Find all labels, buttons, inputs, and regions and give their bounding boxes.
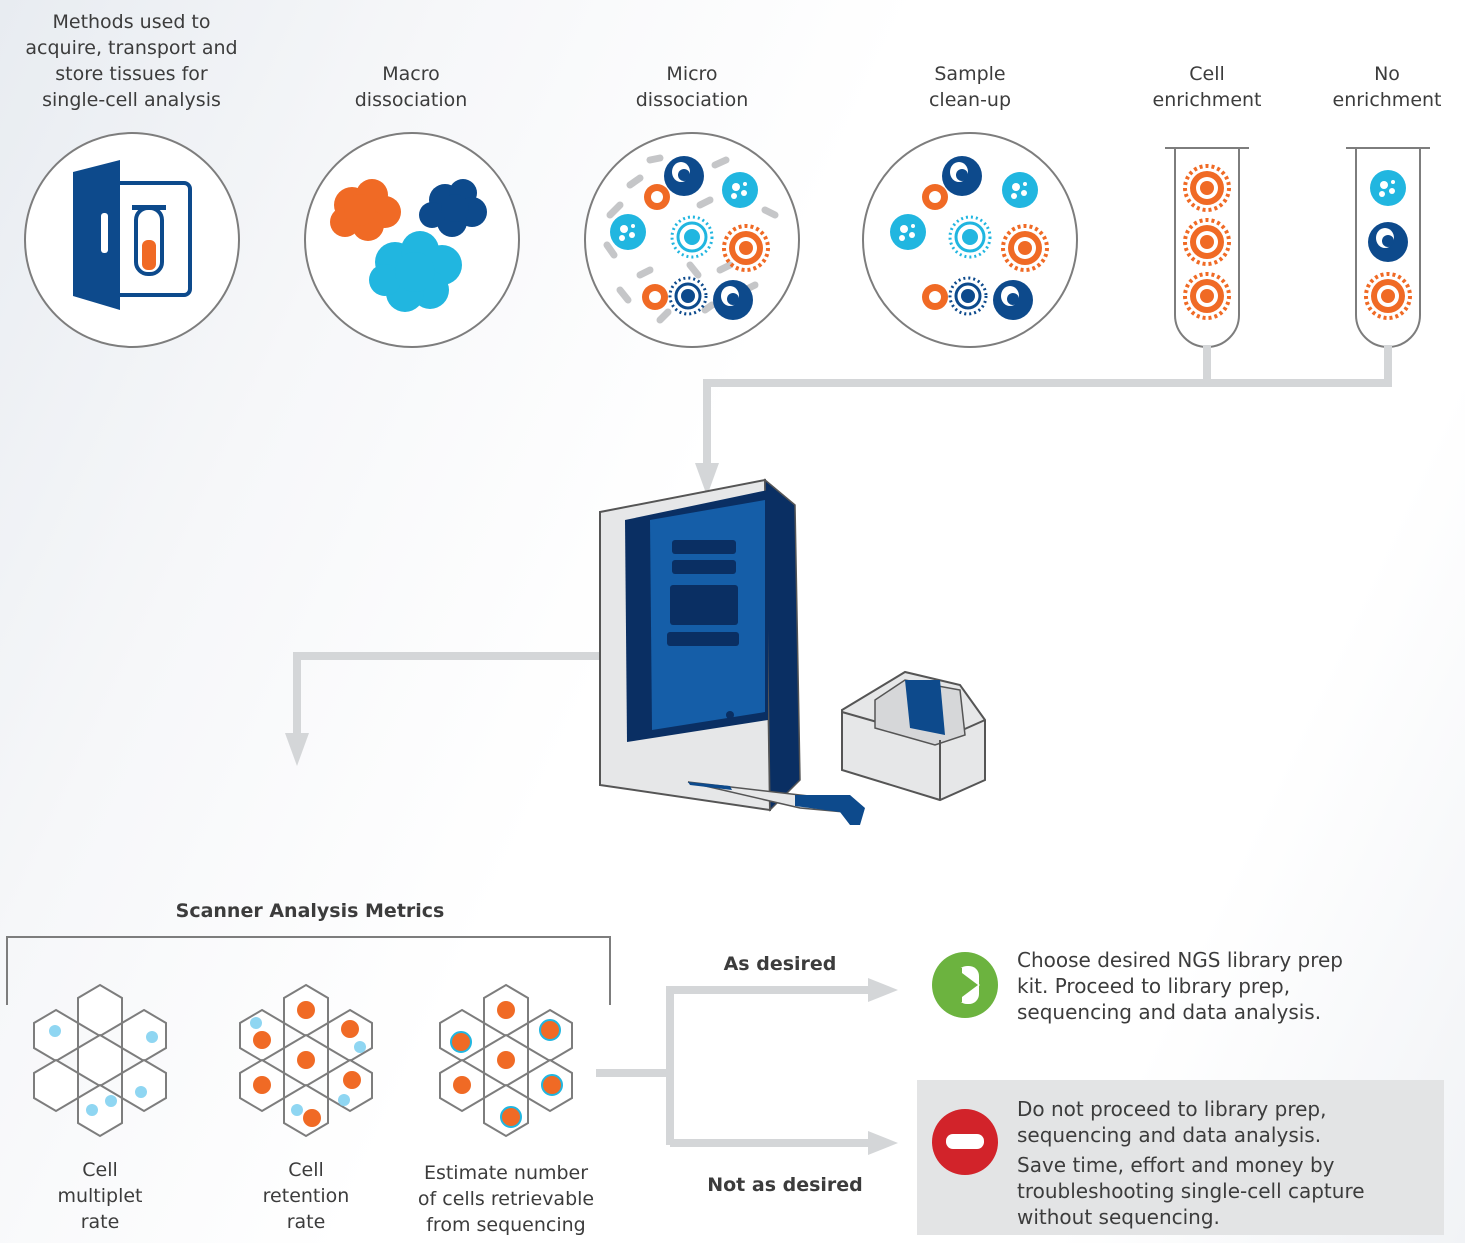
cleanup-label: Sample clean-up [928, 63, 1012, 111]
multiplet-hexgrid [33, 984, 167, 1137]
not-as-desired-label: Not as desired [707, 1174, 863, 1196]
micro-label: Micro dissociation [635, 63, 749, 111]
as-desired-label: As desired [723, 953, 837, 975]
acquire-icon-circle [24, 132, 240, 348]
stop-icon [932, 1109, 998, 1175]
sample-cleanup-circle [862, 132, 1078, 348]
chip-loader [841, 670, 986, 802]
stop-text: Do not proceed to library prep, sequenci… [1017, 1097, 1365, 1229]
estimate-label: Estimate number of cells retrievable fro… [417, 1162, 595, 1236]
merge-arrow [703, 345, 1392, 465]
decision-arrows [596, 986, 870, 1147]
enrichment-label: Cell enrichment [1152, 63, 1262, 111]
acquire-label: Methods used to acquire, transport and s… [25, 11, 238, 111]
metrics-title: Scanner Analysis Metrics [175, 900, 445, 922]
multiplet-label: Cell multiplet rate [57, 1159, 143, 1233]
instrument-to-metrics-arrow [293, 652, 600, 735]
proceed-text: Choose desired NGS library prep kit. Pro… [1017, 948, 1344, 1024]
retention-label: Cell retention rate [262, 1159, 350, 1233]
stop-outcome-box [917, 1080, 1444, 1235]
macro-dissociation-circle [304, 132, 520, 348]
micro-dissociation-circle [584, 132, 800, 348]
down-arrowhead [695, 463, 719, 496]
cell-enrichment-tube [1165, 147, 1249, 348]
proceed-play-icon [932, 952, 998, 1018]
scanner-instrument [599, 478, 801, 812]
no-enrichment-label: No enrichment [1332, 63, 1442, 111]
macro-label: Macro dissociation [354, 63, 468, 111]
pipette [687, 781, 865, 825]
metrics-bracket [6, 936, 611, 1005]
no-enrichment-tube [1346, 147, 1430, 348]
